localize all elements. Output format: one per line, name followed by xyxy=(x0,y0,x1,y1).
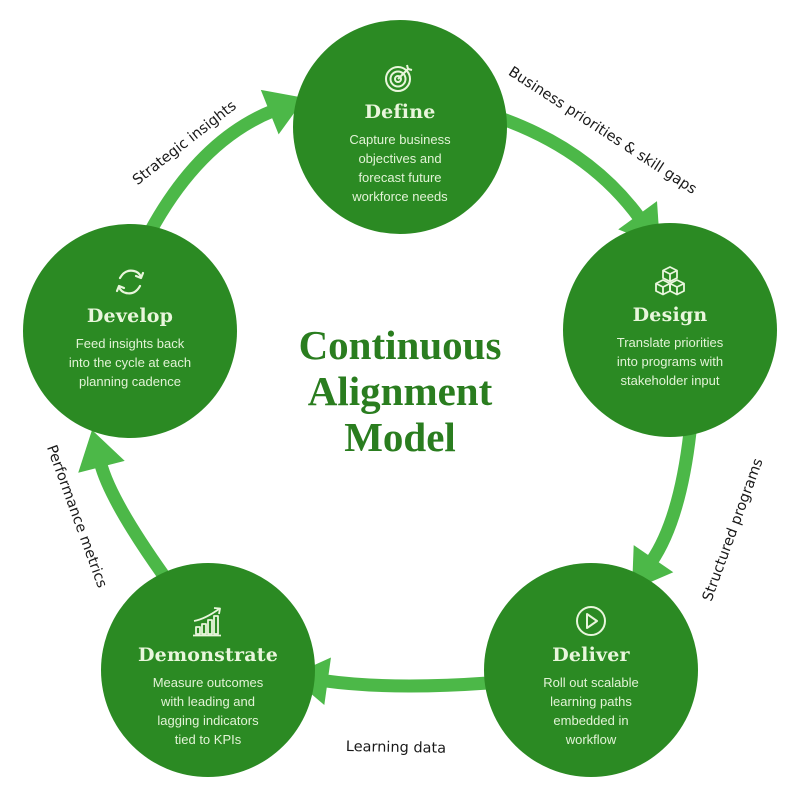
node-description: Measure outcomes with leading and laggin… xyxy=(152,675,264,747)
target-icon xyxy=(383,62,417,94)
node-deliver: Deliver Roll out scalable learning paths… xyxy=(484,563,698,777)
node-title: Design xyxy=(632,304,708,326)
node-title: Develop xyxy=(86,305,174,327)
node-develop: Develop Feed insights back into the cycl… xyxy=(23,224,237,438)
node-description: Roll out scalable learning paths embedde… xyxy=(543,675,639,747)
refresh-icon xyxy=(113,266,147,298)
node-define: Define Capture business objectives and f… xyxy=(293,20,507,234)
arrow-shaft-demonstrate-to-develop xyxy=(94,461,170,580)
node-title: Demonstrate xyxy=(137,644,278,666)
arrow-label-learning-data: Learning data xyxy=(345,739,447,757)
cubes-icon xyxy=(653,265,687,297)
node-demonstrate: Demonstrate Measure outcomes with leadin… xyxy=(101,563,315,777)
arrow-shaft-design-to-deliver xyxy=(645,431,697,566)
arrow-shaft-define-to-design xyxy=(497,111,646,223)
arrow-shaft-develop-to-define xyxy=(144,104,276,236)
node-description: Feed insights back into the cycle at eac… xyxy=(68,336,192,389)
growth-chart-icon xyxy=(191,605,225,637)
node-description: Translate priorities into programs with … xyxy=(616,335,724,388)
node-description: Capture business objectives and forecast… xyxy=(349,132,451,204)
node-design: Design Translate priorities into program… xyxy=(563,223,777,437)
arrowhead-demonstrate-to-develop xyxy=(78,430,125,473)
node-title: Define xyxy=(364,101,436,123)
play-icon xyxy=(574,605,608,637)
arrowhead-develop-to-define xyxy=(260,89,305,135)
node-title: Deliver xyxy=(552,644,630,666)
diagram-title: Continuous Alignment Model xyxy=(298,322,502,460)
arrow-shaft-deliver-to-demonstrate xyxy=(322,674,489,693)
